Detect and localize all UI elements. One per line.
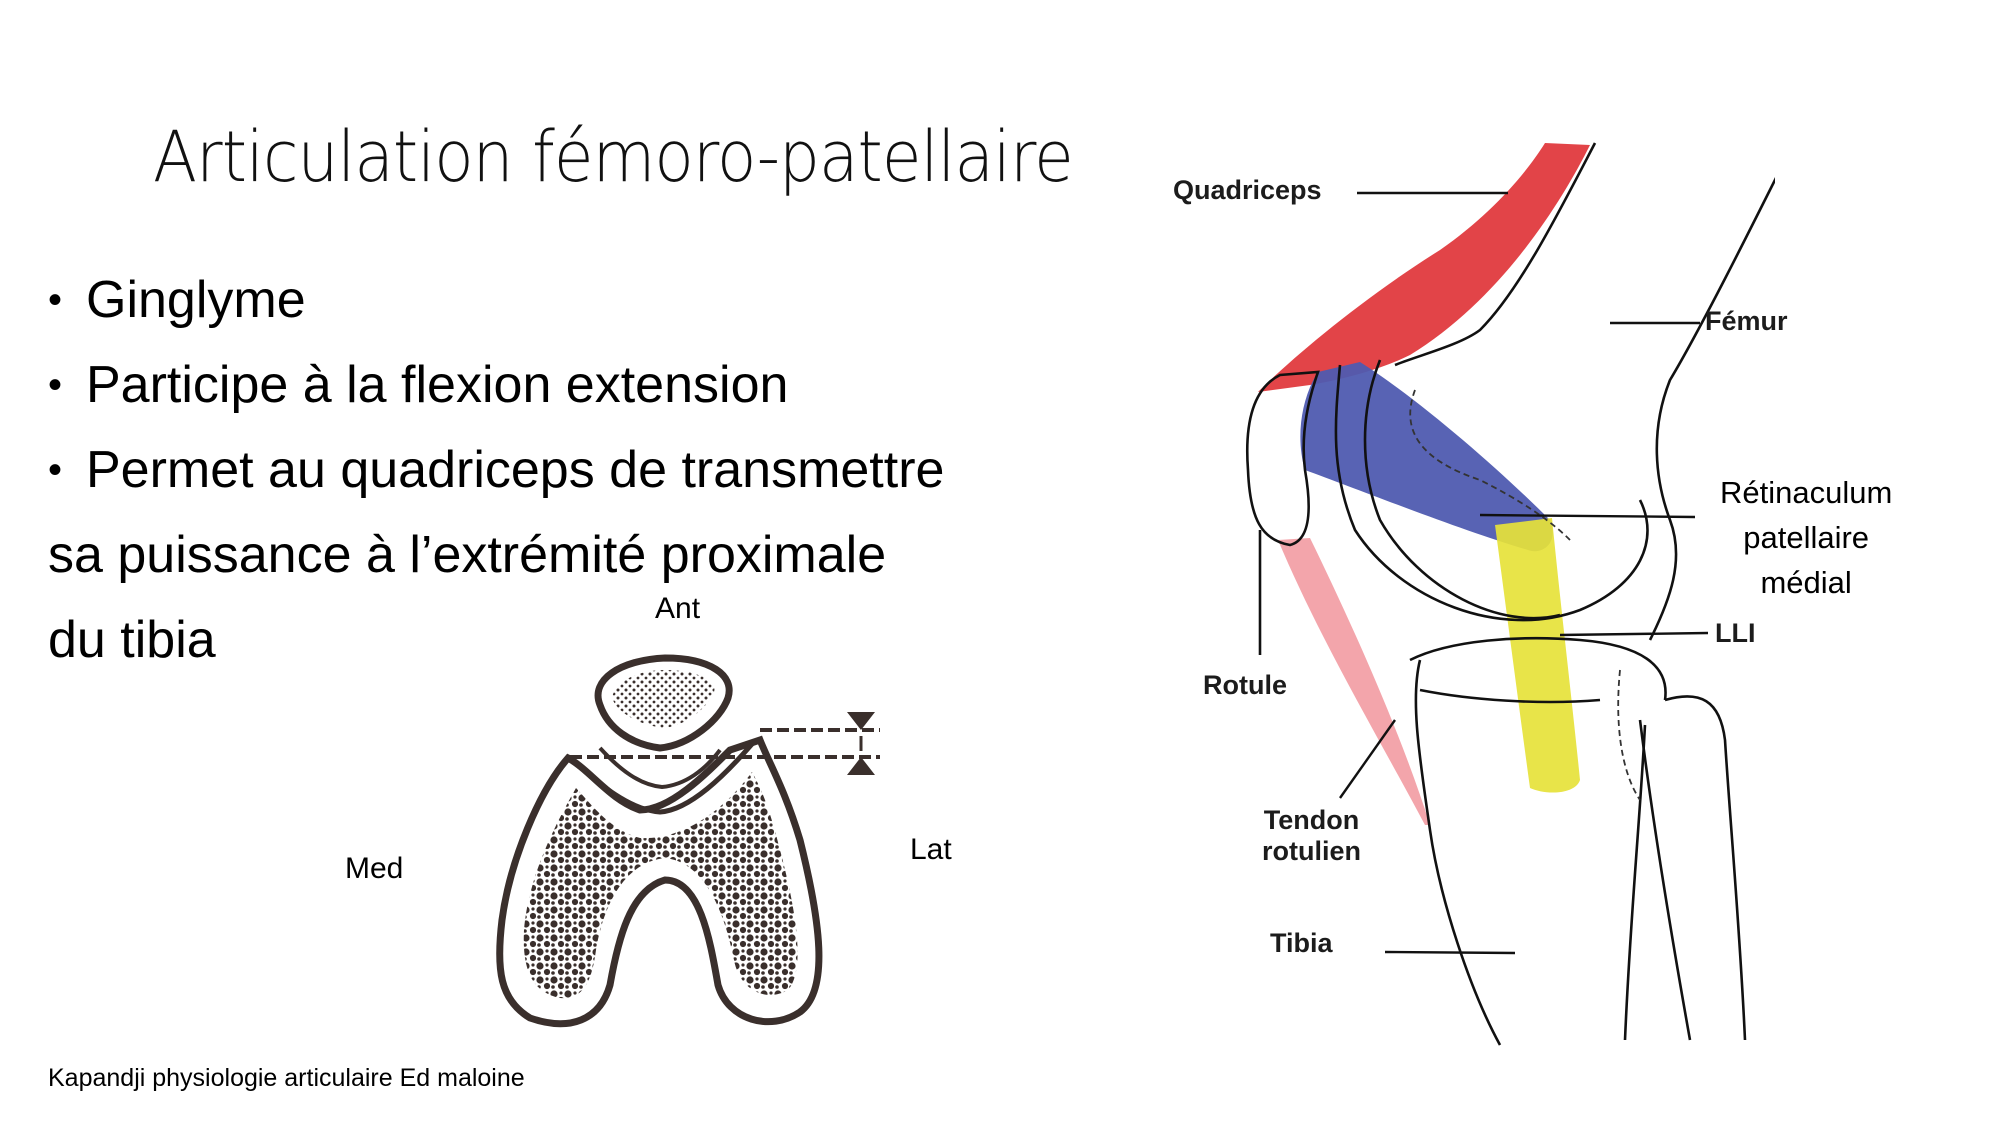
label-quadriceps: Quadriceps <box>1173 175 1322 205</box>
bullet-item: Participe à la flexion extension <box>48 343 944 428</box>
lateral-knee-diagram <box>1245 142 1775 1046</box>
axial-label-anterior: Ant <box>655 592 701 625</box>
bullet-item: Ginglyme <box>48 258 944 343</box>
lli-ligament <box>1495 518 1580 793</box>
retinaculum-muscle <box>1300 362 1553 552</box>
label-tibia: Tibia <box>1270 928 1333 958</box>
label-femur: Fémur <box>1705 306 1788 336</box>
image-credit: Kapandji physiologie articulaire Ed malo… <box>48 1064 525 1092</box>
arrow-down-icon <box>847 712 875 730</box>
label-rotule: Rotule <box>1203 670 1287 700</box>
quadriceps-muscle <box>1258 143 1590 392</box>
continuation-line: du tibia <box>48 611 216 669</box>
label-retinaculum: Rétinaculum patellaire médial <box>1720 475 1893 600</box>
label-tendon-rotulien: Tendon rotulien <box>1262 805 1361 867</box>
slide-body: Ginglyme Participe à la flexion extensio… <box>48 258 944 683</box>
axial-label-medial: Med <box>345 852 404 885</box>
bullet-item: Permet au quadriceps de transmettre <box>48 428 944 513</box>
label-lli: LLI <box>1715 618 1756 648</box>
patellar-tendon <box>1278 538 1430 825</box>
arrow-up-icon <box>847 757 875 775</box>
slide-title: Articulation fémoro-patellaire <box>153 116 1074 198</box>
continuation-line: sa puissance à l’extrémité proximale <box>48 526 887 584</box>
axial-label-lateral: Lat <box>910 833 952 866</box>
axial-knee-cross-section <box>496 654 880 1028</box>
